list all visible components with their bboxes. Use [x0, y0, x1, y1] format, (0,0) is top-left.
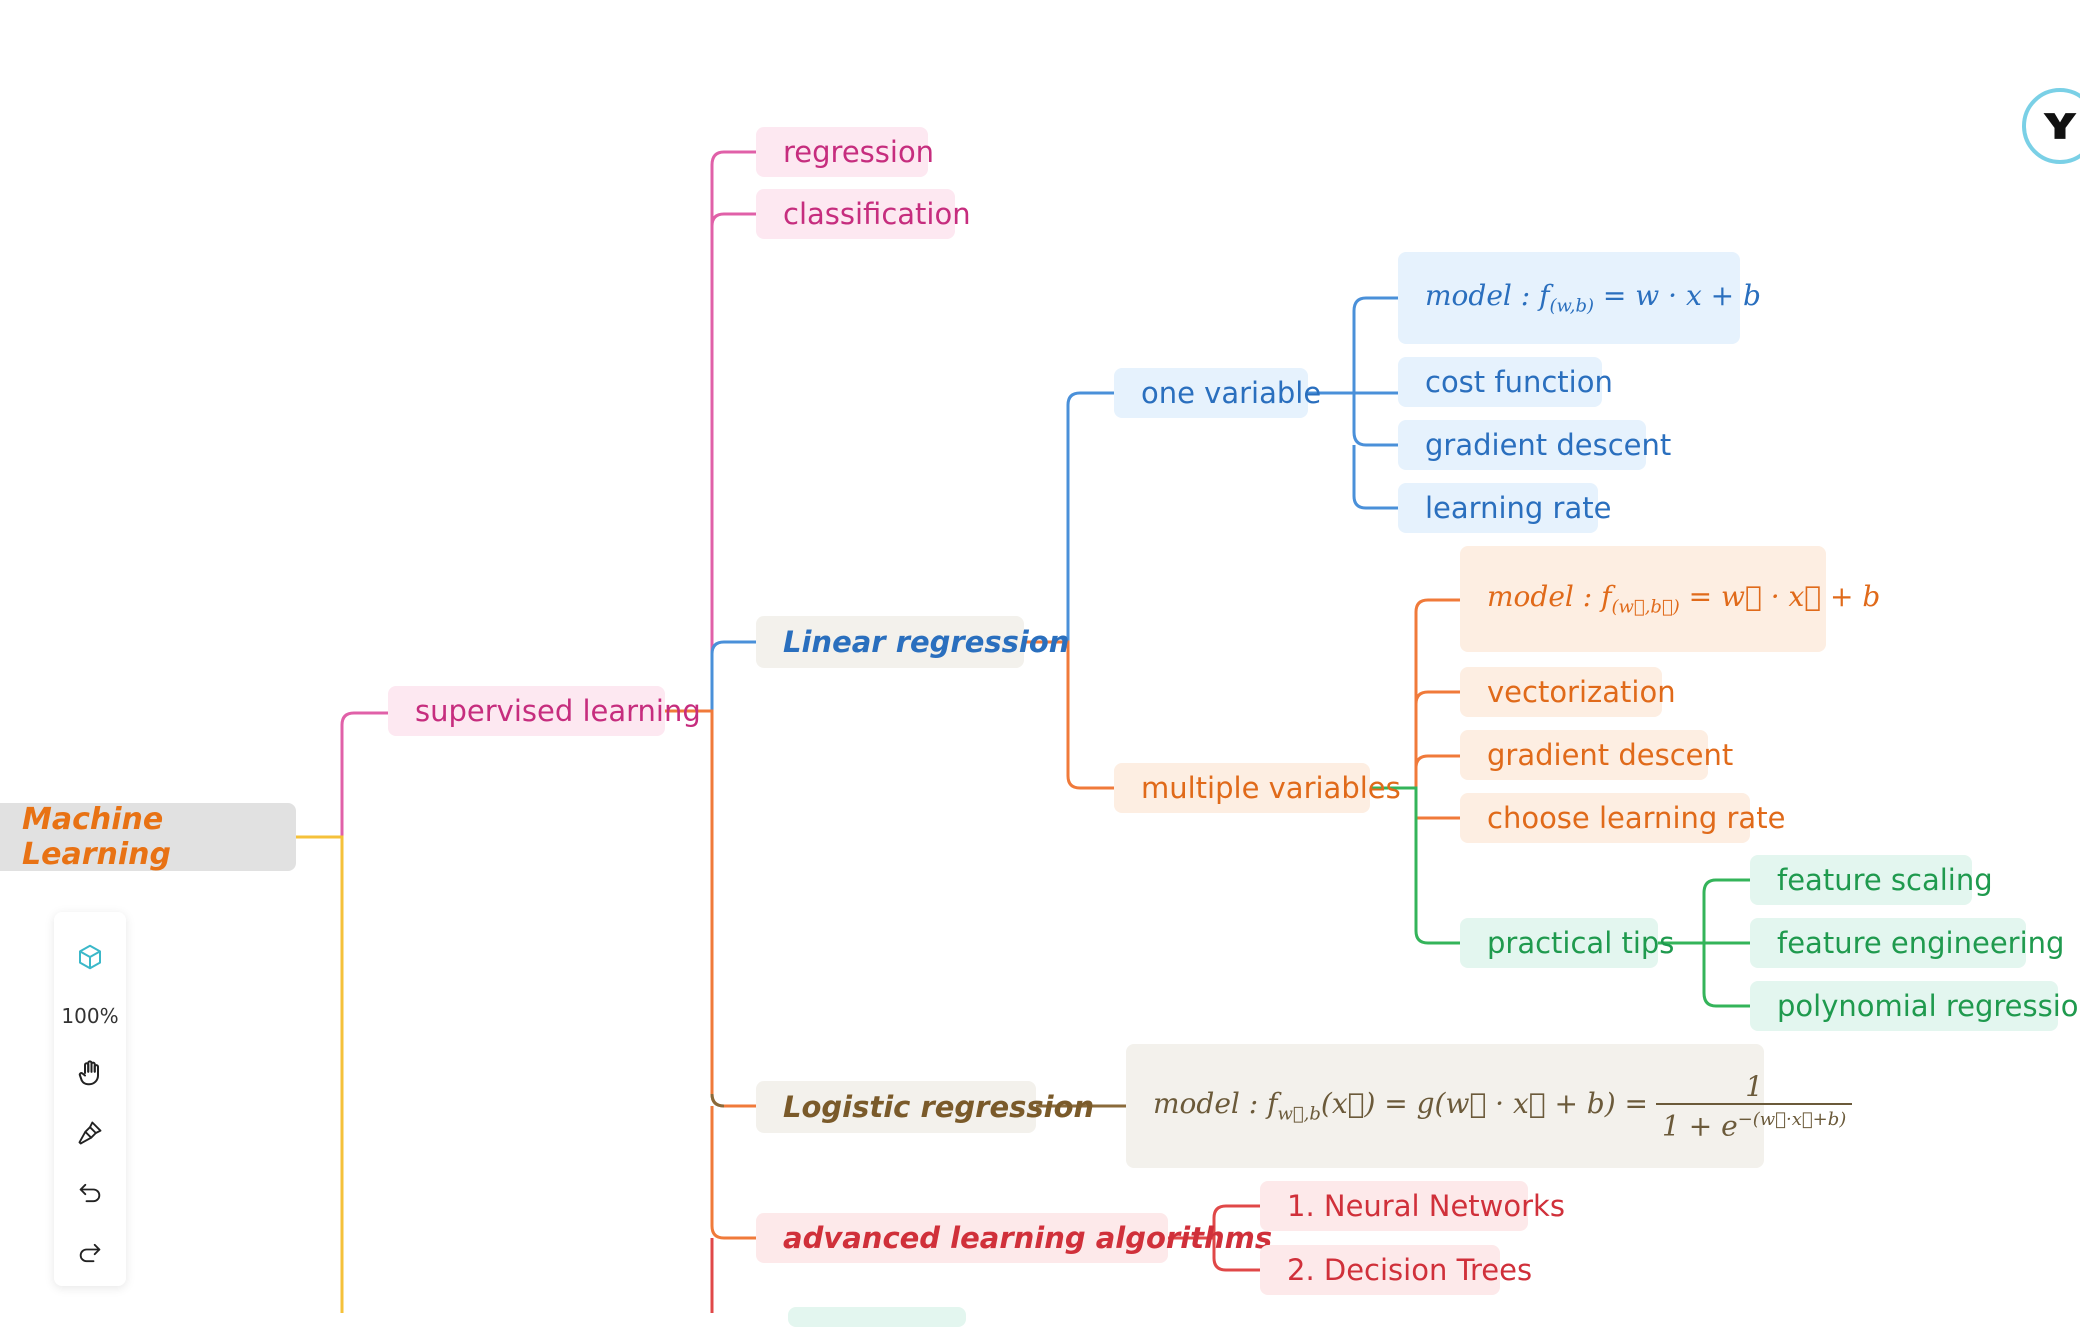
canvas-toolbar: 100% [54, 912, 126, 1286]
node-supervised-learning[interactable]: supervised learning [388, 686, 701, 736]
connector-advanced-dt [1212, 1238, 1260, 1272]
connector-supervised-advanced [710, 1106, 756, 1240]
node-logistic-model-formula[interactable]: model : fw⃗,b(x⃗) = g(w⃗ · x⃗ + b) = 1 1… [1126, 1044, 1853, 1168]
node-label: regression [783, 135, 935, 169]
node-label: Linear regression [783, 625, 1070, 659]
app-logo-button[interactable] [2022, 88, 2080, 164]
node-label: vectorization [1487, 675, 1676, 709]
pan-tool-button[interactable] [54, 1048, 126, 1098]
connector-linear-onevar [1024, 391, 1114, 644]
node-learning-rate[interactable]: learning rate [1398, 483, 1611, 533]
node-multiple-variables[interactable]: multiple variables [1114, 763, 1401, 813]
undo-icon [79, 1183, 101, 1203]
connector-supervised-logistic [665, 709, 756, 1108]
node-gradient-descent-one[interactable]: gradient descent [1398, 420, 1671, 470]
node-label: polynomial regression [1777, 989, 2080, 1023]
zoom-level[interactable]: 100% [61, 1004, 119, 1028]
node-one-variable[interactable]: one variable [1114, 368, 1321, 418]
connector-tips-scaling [1658, 878, 1750, 945]
node-linear-regression[interactable]: Linear regression [756, 616, 1069, 668]
connector-multi-gd [1414, 754, 1460, 769]
formula-text: model : fw⃗,b(x⃗) = g(w⃗ · x⃗ + b) = [1153, 1087, 1649, 1125]
node-feature-scaling[interactable]: feature scaling [1750, 855, 1993, 905]
node-logistic-regression[interactable]: Logistic regression [756, 1081, 1094, 1133]
node-regression[interactable]: regression [756, 127, 934, 177]
node-neural-networks[interactable]: 1. Neural Networks [1260, 1181, 1565, 1231]
node-label: 1. Neural Networks [1287, 1189, 1565, 1223]
root-label: Machine Learning [22, 802, 171, 872]
node-feature-engineering[interactable]: feature engineering [1750, 918, 2064, 968]
node-decision-trees[interactable]: 2. Decision Trees [1260, 1245, 1532, 1295]
connector-advanced-nn [1168, 1204, 1260, 1240]
node-label: gradient descent [1487, 738, 1734, 772]
node-practical-tips[interactable]: practical tips [1460, 918, 1674, 968]
node-label: 2. Decision Trees [1287, 1253, 1533, 1287]
connector-logistic-brown [710, 1093, 725, 1108]
node-label: advanced learning algorithms [783, 1221, 1273, 1255]
node-label: practical tips [1487, 926, 1675, 960]
node-choose-learning-rate[interactable]: choose learning rate [1460, 793, 1785, 843]
node-cost-function[interactable]: cost function [1398, 357, 1613, 407]
redo-icon [79, 1243, 101, 1263]
node-label: cost function [1425, 365, 1613, 399]
node-vectorization[interactable]: vectorization [1460, 667, 1676, 717]
connector-tips-poly [1702, 943, 1750, 1008]
hand-icon [78, 1060, 99, 1086]
node-label: learning rate [1425, 491, 1612, 525]
undo-button[interactable] [54, 1168, 126, 1218]
node-label: classification [783, 197, 971, 231]
node-label: feature engineering [1777, 926, 2065, 960]
connector-multi-vec [1414, 690, 1460, 705]
brush-icon [78, 1121, 102, 1145]
node-label: Logistic regression [783, 1090, 1095, 1124]
root-node[interactable]: Machine Learning [0, 802, 296, 872]
node-label: choose learning rate [1487, 801, 1786, 835]
app-logo-icon [2043, 113, 2077, 139]
formula-text: model : f(w⃗,b⃗) = w⃗ · x⃗ + b [1487, 580, 1881, 618]
connector-root-supervised [296, 711, 388, 839]
formula-text: model : f(w,b) = w · x + b [1425, 279, 1761, 317]
node-classification[interactable]: classification [756, 189, 971, 239]
node-advanced-learning-algorithms[interactable]: advanced learning algorithms [756, 1213, 1272, 1263]
node-one-variable-model-formula[interactable]: model : f(w,b) = w · x + b [1398, 252, 1761, 344]
node-label: one variable [1141, 376, 1322, 410]
connector-supervised-classification [710, 212, 756, 227]
connector-multi-tips [1370, 786, 1460, 945]
cube-icon [79, 944, 101, 970]
node-label: feature scaling [1777, 863, 1993, 897]
connector-root-down [296, 835, 344, 1313]
node-label: supervised learning [415, 694, 701, 728]
connector-multi-model [1370, 598, 1460, 790]
node-gradient-descent-multi[interactable]: gradient descent [1460, 730, 1733, 780]
format-painter-button[interactable] [54, 1108, 126, 1158]
connector-onevar-lr [1352, 445, 1398, 510]
node-multi-model-formula[interactable]: model : f(w⃗,b⃗) = w⃗ · x⃗ + b [1460, 546, 1880, 652]
connector-onevar-gd [1352, 393, 1398, 447]
connector-supervised-regression [665, 150, 756, 713]
connector-supervised-linear [710, 640, 756, 711]
node-next-branch[interactable] [788, 1307, 966, 1327]
node-polynomial-regression[interactable]: polynomial regression [1750, 981, 2080, 1031]
redo-button[interactable] [54, 1228, 126, 1278]
node-label: multiple variables [1141, 771, 1401, 805]
connector-onevar-model [1308, 296, 1398, 395]
node-label: gradient descent [1425, 428, 1672, 462]
formula-fraction: 1 1 + e−(w⃗·x⃗+b) [1656, 1070, 1853, 1142]
connector-linear-multi [1024, 640, 1114, 790]
cube-tool-button[interactable] [54, 932, 126, 982]
